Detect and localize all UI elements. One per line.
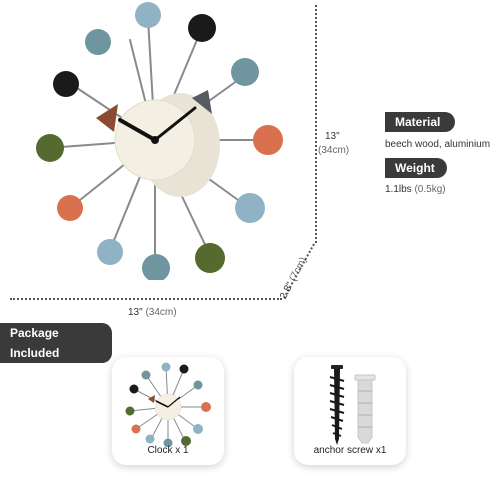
clock-card: Clock x 1: [112, 357, 224, 465]
clock-ball: [188, 14, 216, 42]
anchor-screw-caption: anchor screw x1: [313, 445, 387, 456]
weight-value: 1.1lbs (0.5kg): [385, 184, 446, 195]
clock-ball: [57, 195, 83, 221]
weight-lbs: 1.1lbs: [385, 184, 412, 195]
anchor-screw-card: anchor screw x1: [294, 357, 406, 465]
width-inch: 13": [128, 307, 143, 318]
clock-ball: [135, 2, 161, 28]
clock-ball: [231, 58, 259, 86]
anchor-screw-image: [329, 365, 376, 445]
weight-title: Weight: [385, 158, 447, 178]
clock-ball: [85, 29, 111, 55]
weight-kg: (0.5kg): [414, 184, 446, 195]
material-title: Material: [385, 112, 455, 132]
width-label: 13" (34cm): [128, 307, 177, 318]
wall-clock-illustration: [36, 2, 283, 280]
height-label: 13": [325, 131, 340, 142]
width-cm: (34cm): [145, 307, 177, 318]
material-value: beech wood, aluminium: [385, 139, 491, 150]
clock-caption: Clock x 1: [147, 445, 189, 456]
width-dimension-line: [10, 298, 282, 300]
clock-ball: [142, 254, 170, 280]
clock-ball: [195, 243, 225, 273]
clock-ball: [235, 193, 265, 223]
clock-thumbnail: [125, 362, 211, 447]
height-dimension-line: [315, 5, 317, 243]
clock-ball: [253, 125, 283, 155]
height-cm: (34cm): [318, 145, 350, 156]
clock-ball: [36, 134, 64, 162]
clock-ball: [97, 239, 123, 265]
package-title: Package Included: [0, 323, 112, 363]
clock-ball: [53, 71, 79, 97]
